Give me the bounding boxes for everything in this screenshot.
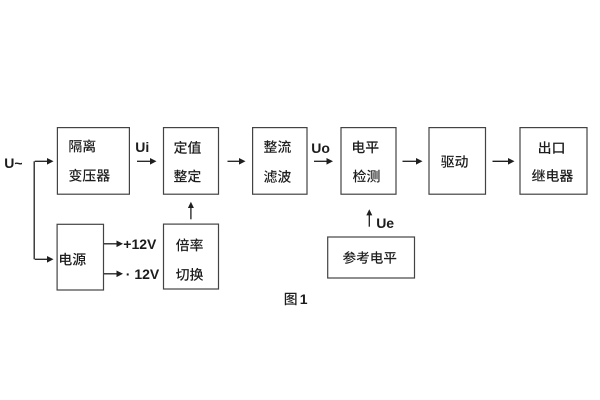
svg-text:Ui: Ui [135,139,149,155]
svg-text:· 12V: · 12V [126,266,160,282]
svg-text:1: 1 [300,291,308,307]
svg-text:Uo: Uo [311,140,330,156]
svg-text:+12V: +12V [123,236,157,252]
svg-text:Ue: Ue [376,215,394,231]
svg-text:U~: U~ [4,155,22,171]
